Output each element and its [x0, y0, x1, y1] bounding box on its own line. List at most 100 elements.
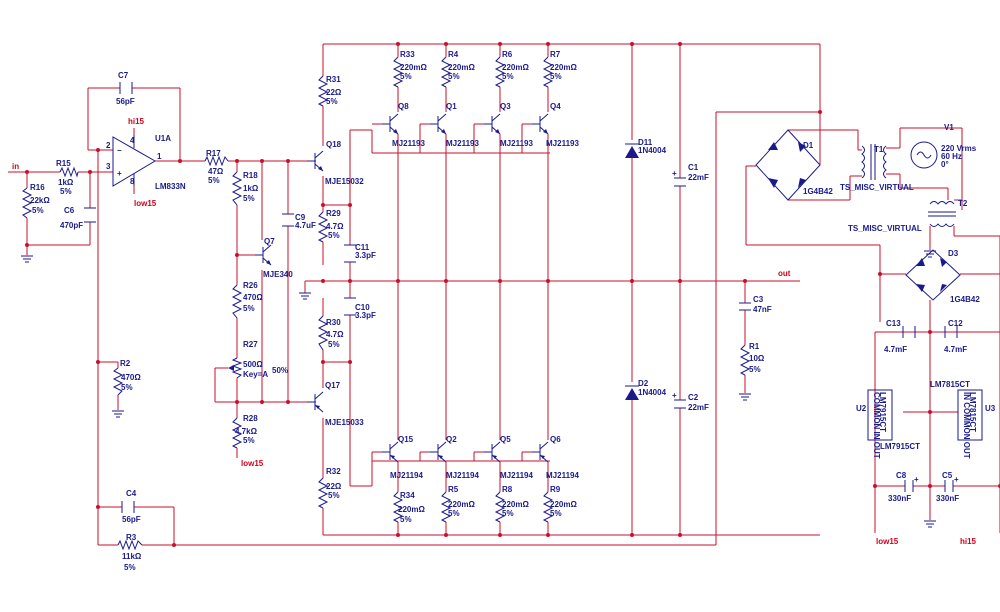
r2-symbol[interactable]	[112, 367, 124, 396]
d2-part: 1N4004	[638, 388, 667, 397]
r28-symbol[interactable]	[231, 417, 243, 449]
u1a-opamp-symbol[interactable]: − +	[112, 135, 156, 187]
v1-ac-source[interactable]	[910, 141, 938, 169]
d11-part: 1N4004	[638, 146, 667, 155]
svg-text:COMMON IN OUT: COMMON IN OUT	[872, 392, 881, 459]
q15-part: MJ21194	[390, 471, 423, 480]
r28-tol: 5%	[243, 436, 255, 445]
r15-symbol[interactable]	[59, 166, 79, 178]
svg-text:+: +	[914, 475, 919, 484]
d1-bridge-rectifier[interactable]	[746, 129, 821, 201]
top-resistor-symbols[interactable]	[392, 56, 554, 88]
r3-tol: 5%	[124, 563, 136, 572]
r16-value: 22kΩ	[30, 196, 50, 205]
c13-symbol[interactable]	[902, 326, 916, 338]
u1a-pin-3: 3	[106, 162, 111, 171]
u2-regulator[interactable]: LM7915CT COMMON IN OUT	[867, 389, 893, 459]
r8-tol: 5%	[502, 509, 514, 518]
r7-ref: R7	[550, 50, 561, 59]
c5-value: 330nF	[936, 494, 959, 503]
c10-symbol[interactable]	[344, 297, 356, 316]
r9-value: 220mΩ	[550, 500, 577, 509]
q7-transistor[interactable]	[254, 244, 272, 266]
r16-symbol[interactable]	[21, 187, 33, 219]
u1a-ref: U1A	[155, 134, 171, 143]
c3-symbol[interactable]	[739, 302, 751, 311]
r27-symbol[interactable]	[228, 357, 243, 379]
r18-ref: R18	[243, 171, 258, 180]
t1-ref: T1	[874, 145, 884, 154]
d3-bridge-rectifier[interactable]	[905, 249, 961, 301]
q2-ref: Q2	[446, 435, 457, 444]
r28-value: 4.7kΩ	[235, 427, 258, 436]
c1-ref: C1	[688, 163, 699, 172]
c13-ref: C13	[886, 319, 901, 328]
r2-value: 470Ω	[121, 373, 141, 382]
c1-symbol[interactable]: +	[672, 169, 686, 187]
top-output-transistors[interactable]	[372, 113, 549, 153]
q17-transistor[interactable]	[306, 391, 324, 413]
r32-symbol[interactable]	[317, 477, 329, 509]
c2-symbol[interactable]: +	[672, 391, 686, 409]
r27-value: 500Ω	[243, 360, 263, 369]
q18-transistor[interactable]	[306, 150, 324, 172]
u3-part: LM7815CT	[930, 380, 970, 389]
r3-symbol[interactable]	[117, 539, 143, 551]
u3-regulator[interactable]: LM7815CT IN COMMON OUT	[957, 389, 983, 459]
t2-part: TS_MISC_VIRTUAL	[848, 224, 922, 233]
c11-symbol[interactable]	[344, 244, 356, 263]
c5-symbol[interactable]: +	[944, 475, 959, 492]
u1a-pin-1: 1	[157, 152, 162, 161]
r7-tol: 5%	[550, 72, 562, 81]
component-labels: U1A LM833N 4 3 2 8 1 R15 1kΩ 5% R16 22kΩ…	[30, 50, 996, 572]
t2-transformer[interactable]	[928, 199, 963, 227]
c6-symbol[interactable]	[84, 207, 96, 223]
r27-ref: R27	[243, 340, 258, 349]
r1-tol: 5%	[749, 365, 761, 374]
c12-symbol[interactable]	[944, 326, 1000, 338]
c10-ref: C10	[355, 303, 370, 312]
r3-value: 11kΩ	[122, 552, 142, 561]
bottom-resistor-symbols[interactable]	[392, 491, 554, 523]
d1-ref: D1	[803, 141, 814, 150]
svg-text:+: +	[672, 391, 677, 400]
c3-ref: C3	[753, 295, 764, 304]
c4-symbol[interactable]	[121, 501, 135, 513]
r9-ref: R9	[550, 485, 561, 494]
r18-symbol[interactable]	[231, 171, 243, 206]
r32-value: 22Ω	[326, 482, 342, 491]
r29-symbol[interactable]	[317, 211, 329, 243]
u1a-pin-8: 8	[130, 177, 135, 186]
r17-symbol[interactable]	[204, 155, 229, 167]
q4-ref: Q4	[550, 102, 561, 111]
d2-diode[interactable]	[625, 385, 639, 400]
t1-transformer[interactable]	[861, 144, 887, 180]
r18-tol: 5%	[243, 194, 255, 203]
q18-part: MJE15032	[325, 177, 364, 186]
bottom-output-transistors[interactable]	[371, 441, 549, 463]
d11-diode[interactable]	[625, 143, 639, 158]
c8-symbol[interactable]: +	[904, 475, 919, 492]
r5-tol: 5%	[448, 509, 460, 518]
svg-text:+: +	[954, 475, 959, 484]
net-hi15-psu: hi15	[960, 537, 977, 546]
r8-ref: R8	[502, 485, 513, 494]
r26-symbol[interactable]	[231, 284, 243, 319]
c7-symbol[interactable]	[119, 82, 133, 94]
r26-tol: 5%	[243, 304, 255, 313]
d3-part: 1G4B42	[950, 295, 980, 304]
c13-value: 4.7mF	[884, 345, 907, 354]
r33-ref: R33	[400, 50, 415, 59]
r30-value: 4.7Ω	[326, 330, 344, 339]
r1-symbol[interactable]	[739, 344, 751, 376]
q18-ref: Q18	[326, 140, 342, 149]
r32-tol: 5%	[328, 491, 340, 500]
c9-ref: C9	[295, 213, 306, 222]
r3-ref: R3	[126, 533, 137, 542]
c9-symbol[interactable]	[282, 213, 294, 227]
q1-part: MJ21193	[446, 139, 479, 148]
r31-symbol[interactable]	[317, 75, 329, 107]
net-low15-vas: low15	[241, 459, 264, 468]
r30-symbol[interactable]	[317, 315, 329, 351]
